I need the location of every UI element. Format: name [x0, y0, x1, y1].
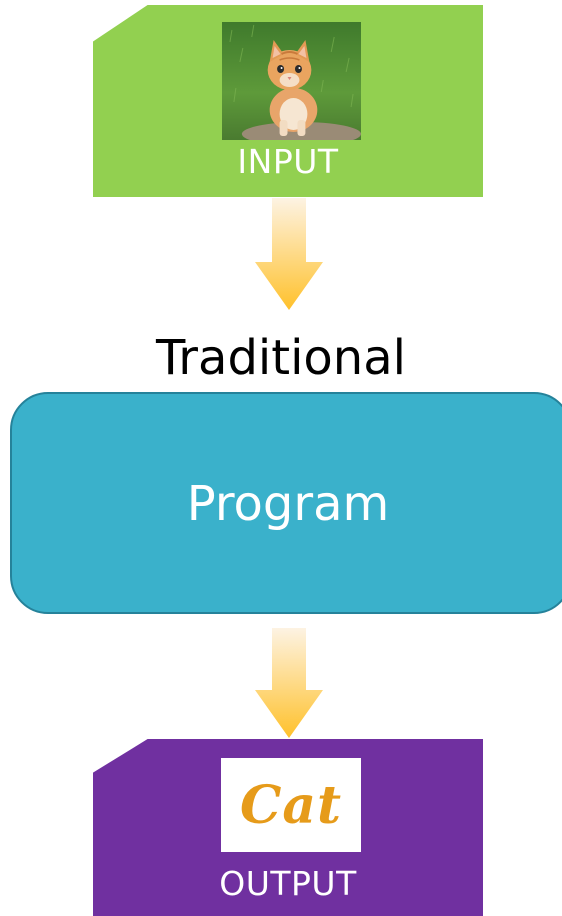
- heading-traditional: Traditional: [156, 330, 406, 386]
- output-card: Cat OUTPUT: [93, 739, 483, 916]
- cat-word: Cat: [239, 774, 343, 836]
- kitten-image: [222, 22, 361, 140]
- input-card: INPUT: [93, 5, 483, 197]
- down-arrow-icon: [255, 198, 323, 310]
- program-label: Program: [186, 476, 390, 532]
- input-label: INPUT: [237, 142, 339, 181]
- output-label: OUTPUT: [219, 864, 357, 903]
- down-arrow-icon: [255, 628, 323, 738]
- program-box: Program: [10, 392, 562, 614]
- cat-word-image: Cat: [221, 758, 361, 852]
